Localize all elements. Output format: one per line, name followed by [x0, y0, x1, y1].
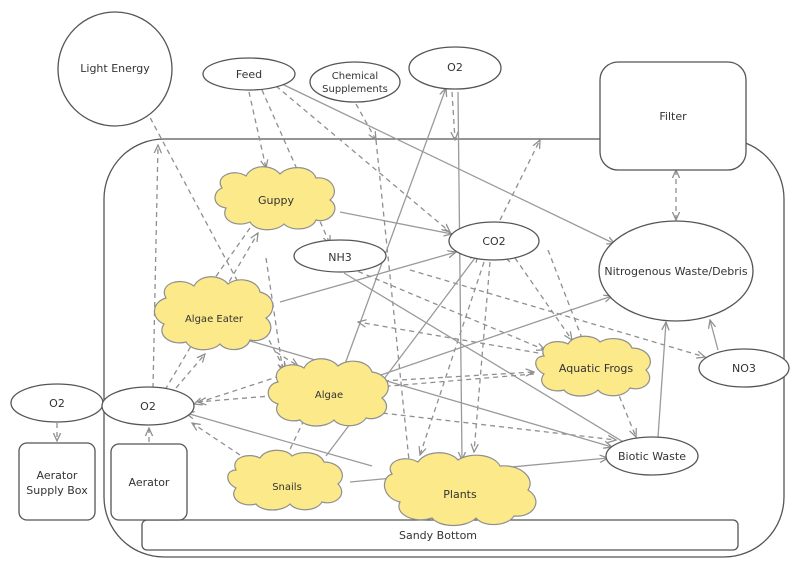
nitrogenous-waste-label: Nitrogenous Waste/Debris	[604, 265, 747, 278]
connector-arrow	[239, 337, 612, 447]
light-energy-node: Light Energy	[57, 11, 173, 127]
co2-label: CO2	[482, 235, 505, 248]
chemical-supplements-node: Chemical Supplements	[309, 61, 401, 103]
aerator-node: Aerator	[110, 443, 188, 521]
connector-arrow	[279, 252, 456, 303]
o2-outside-node: O2	[10, 383, 104, 423]
aerator-supply-box-label-line2: Supply Box	[26, 484, 88, 497]
chemical-supplements-label-line2: Supplements	[322, 84, 388, 95]
nh3-node: NH3	[293, 239, 387, 273]
algae-node: Algae	[267, 358, 389, 427]
nh3-label: NH3	[328, 251, 352, 264]
aquatic-frogs-label: Aquatic Frogs	[559, 362, 633, 375]
snails-label: Snails	[272, 482, 302, 493]
connector-arrow	[275, 351, 298, 366]
connector-arrow	[457, 91, 462, 460]
connector-arrow	[265, 257, 283, 372]
guppy-cloud	[214, 166, 336, 231]
connector-arrow	[409, 269, 705, 357]
connector-arrow	[420, 261, 485, 455]
connector-arrow	[343, 272, 640, 452]
connector-arrow	[344, 88, 446, 365]
plants-label: Plants	[443, 488, 477, 501]
connector-arrow	[186, 413, 373, 467]
algae-cloud	[267, 358, 389, 427]
connector-arrow	[198, 373, 535, 402]
algae-eater-node: Algae Eater	[153, 276, 274, 351]
o2-outside-label: O2	[49, 397, 65, 410]
snails-node: Snails	[227, 449, 343, 511]
sandy-bottom-label: Sandy Bottom	[399, 529, 477, 542]
no3-label: NO3	[732, 362, 756, 375]
o2-top-label: O2	[447, 61, 463, 74]
connector-arrow	[355, 103, 376, 140]
o2-inside-label: O2	[140, 400, 156, 413]
connector-arrow	[365, 372, 534, 383]
connector-arrow	[281, 83, 615, 244]
connector-arrow	[657, 322, 666, 438]
guppy-node: Guppy	[214, 166, 336, 231]
filter-node: Filter	[599, 61, 747, 171]
connector-arrow	[514, 257, 572, 340]
connector-arrow	[452, 91, 455, 140]
connector-arrow	[192, 423, 241, 456]
aerator-supply-box-label-line1: Aerator	[37, 469, 78, 482]
sandy-bottom-node: Sandy Bottom	[141, 519, 739, 551]
aquatic-frogs-node: Aquatic Frogs	[535, 335, 651, 397]
connector-arrow	[358, 322, 557, 357]
light-energy-label: Light Energy	[80, 62, 150, 75]
connector-arrow	[371, 296, 612, 379]
feed-node: Feed	[202, 57, 296, 91]
aerator-supply-box-node: Aerator Supply Box	[18, 442, 96, 521]
connector-arrow	[194, 375, 281, 404]
connector-arrow	[547, 249, 585, 346]
nitrogenous-waste-node: Nitrogenous Waste/Debris	[598, 220, 754, 322]
filter-label: Filter	[659, 110, 687, 123]
connector-arrow	[275, 85, 450, 232]
aerator-label: Aerator	[129, 476, 170, 489]
snails-cloud	[227, 449, 343, 511]
aquatic-frogs-cloud	[535, 335, 651, 397]
connector-arrow	[710, 320, 719, 351]
tank-outline	[103, 138, 785, 558]
connector-arrow	[175, 354, 205, 389]
chemical-supplements-label-line1: Chemical	[332, 71, 378, 82]
co2-node: CO2	[448, 221, 540, 261]
o2-inside-node: O2	[101, 386, 195, 426]
connector-arrow	[499, 140, 540, 221]
algae-eater-label: Algae Eater	[185, 314, 244, 325]
biotic-waste-node: Biotic Waste	[605, 436, 699, 476]
plants-cloud	[383, 452, 537, 527]
connector-arrow	[375, 139, 410, 470]
feed-label: Feed	[236, 68, 262, 81]
guppy-label: Guppy	[258, 194, 294, 207]
biotic-waste-label: Biotic Waste	[618, 450, 686, 463]
plants-node: Plants	[383, 452, 537, 527]
o2-top-node: O2	[408, 46, 502, 90]
algae-label: Algae	[315, 390, 343, 401]
no3-node: NO3	[698, 348, 790, 388]
connector-arrow	[152, 145, 158, 389]
connector-arrow	[474, 261, 491, 452]
connector-arrow	[248, 91, 266, 168]
algae-eater-cloud	[153, 276, 274, 351]
